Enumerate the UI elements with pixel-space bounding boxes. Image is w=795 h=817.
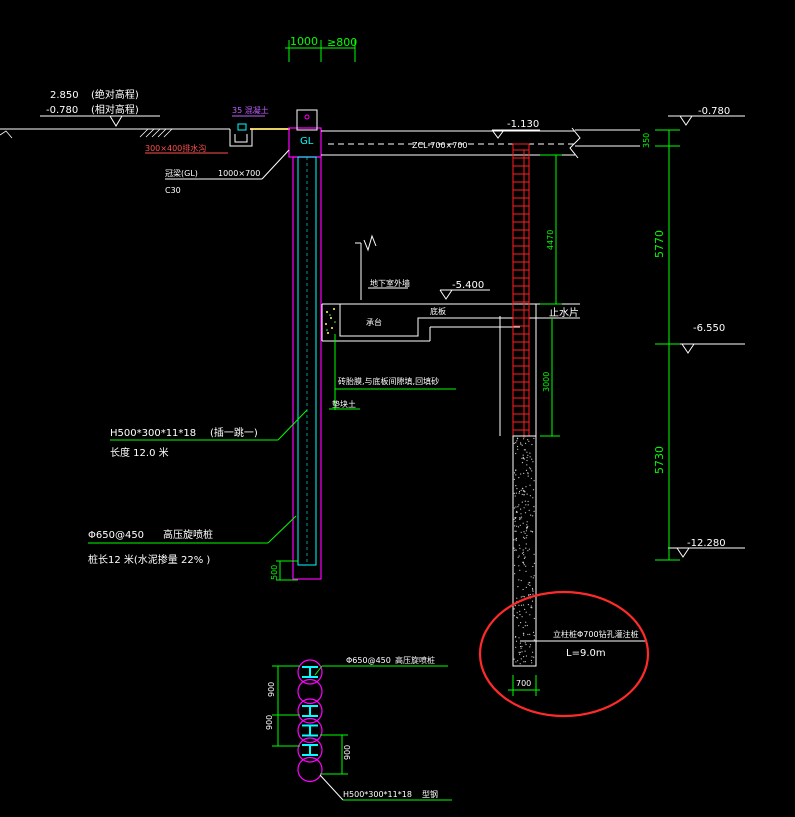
stop-water-label: 止水片 <box>549 306 579 319</box>
dim-5730-label: 5730 <box>653 446 666 474</box>
abs-elevation: 2.850 <box>50 90 79 101</box>
mid-elevation: -6.550 <box>693 323 725 334</box>
bottom-elevation: -12.280 <box>687 538 726 549</box>
dim-800-label: ≥800 <box>327 36 357 49</box>
dim-350-label: 350 <box>642 133 651 148</box>
jet-spec: Φ650@450 <box>88 530 144 541</box>
steel-length: 长度 12.0 米 <box>110 446 169 459</box>
zcl-label: ZCL-700×700 <box>412 141 468 150</box>
dim-3000-label: 3000 <box>542 372 551 392</box>
dim-5770-label: 5770 <box>653 230 666 258</box>
c30-label: C30 <box>165 186 181 195</box>
backfill-hatch <box>325 308 335 334</box>
plan-name: 高压旋喷桩 <box>395 655 435 665</box>
beam-top-marker <box>491 129 540 139</box>
raft-label: 底板 <box>430 306 446 316</box>
right-dimension-line <box>575 129 680 561</box>
strut-zcl <box>321 127 581 159</box>
cushion-note: 垫块土 <box>332 399 356 409</box>
floor-elevation-marker <box>439 289 490 300</box>
dim-500 <box>276 560 298 581</box>
jet-name: 高压旋喷桩 <box>163 528 213 541</box>
ditch-label: 300×400排水沟 <box>145 143 206 153</box>
plan-dims <box>272 665 348 775</box>
ground-surface <box>0 128 290 139</box>
left-elevation-marker <box>40 115 160 127</box>
basement-wall-note <box>355 234 408 300</box>
crown-beam-size: 1000×700 <box>218 169 260 178</box>
dim-500-label: 500 <box>270 565 279 580</box>
highlight-ellipse <box>478 590 650 718</box>
dim-3000 <box>540 318 560 437</box>
dim-700 <box>508 675 540 696</box>
backfill-note: 砖胎膜,与底板间隙填,回填砂 <box>338 376 439 386</box>
cap-label: 承台 <box>366 317 382 327</box>
rel-elevation: -0.780 <box>46 105 78 116</box>
basement-wall-label: 地下室外墙 <box>370 278 410 288</box>
plan-steel-name: 型钢 <box>422 789 438 799</box>
steel-mode: (插一跳一) <box>210 426 258 439</box>
plan-900a: 900 <box>267 682 276 697</box>
plan-detail <box>297 659 323 783</box>
concrete-pile <box>512 435 537 667</box>
brick-column <box>512 143 530 438</box>
rel-elevation-note: (相对高程) <box>91 103 139 116</box>
plan-spec: Φ650@450 <box>346 656 391 665</box>
raft-slab <box>321 303 580 342</box>
pile-label: 立柱桩Φ700钻孔灌注桩 <box>553 629 639 639</box>
crown-beam-label: 冠梁(GL) <box>165 169 198 178</box>
right-top-elevation: -0.780 <box>698 106 730 117</box>
jet-length: 桩长12 米(水泥掺量 22% ) <box>88 553 210 566</box>
dim-4470 <box>540 154 562 305</box>
gl-label: GL <box>300 136 314 147</box>
plan-steel: H500*300*11*18 <box>343 790 412 799</box>
abs-elevation-note: (绝对高程) <box>91 88 139 101</box>
top-dimension <box>285 40 356 62</box>
dim-4470-label: 4470 <box>546 230 555 250</box>
pile-length: L=9.0m <box>566 648 606 659</box>
beam-top-elevation: -1.130 <box>507 119 539 130</box>
dim-1000-label: 1000 <box>290 35 318 48</box>
plan-900b: 900 <box>265 715 274 730</box>
right-elevation-markers <box>668 115 745 558</box>
floor-elevation: -5.400 <box>452 280 484 291</box>
steel-spec: H500*300*11*18 <box>110 428 196 439</box>
dim-700-label: 700 <box>516 679 531 688</box>
plan-900c: 900 <box>343 745 352 760</box>
drain-marker <box>237 123 247 131</box>
top-drain-label: 35 混凝土 <box>232 105 269 115</box>
drain-ditch <box>229 129 253 147</box>
